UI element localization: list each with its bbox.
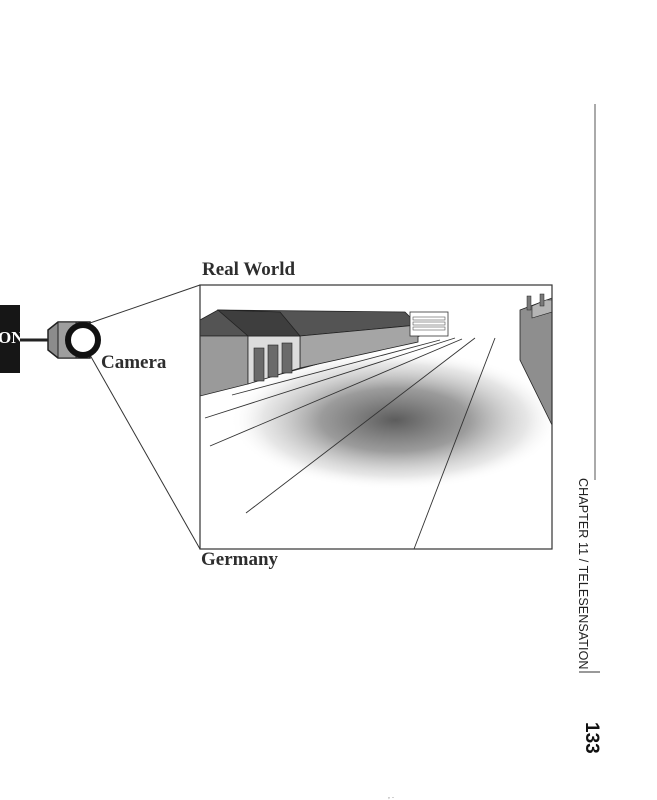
side-tab: ON	[0, 305, 20, 373]
camera-icon	[48, 322, 98, 358]
real-world-scene	[200, 285, 560, 549]
camera-label: Camera	[101, 352, 166, 374]
view-line-top	[90, 285, 200, 323]
running-head-text: CHAPTER 11 / TELESENSATION	[576, 478, 590, 670]
location-label: Germany	[201, 549, 278, 571]
side-tab-label: ON	[0, 328, 20, 348]
office-building-icon	[410, 312, 448, 336]
page-number-text: 133	[580, 722, 602, 754]
running-head: CHAPTER 11 / TELESENSATION	[580, 478, 600, 678]
scan-mark: , .	[388, 791, 394, 800]
page-number: 133	[576, 722, 606, 762]
view-line-bottom	[90, 355, 200, 549]
real-world-label: Real World	[202, 259, 295, 281]
